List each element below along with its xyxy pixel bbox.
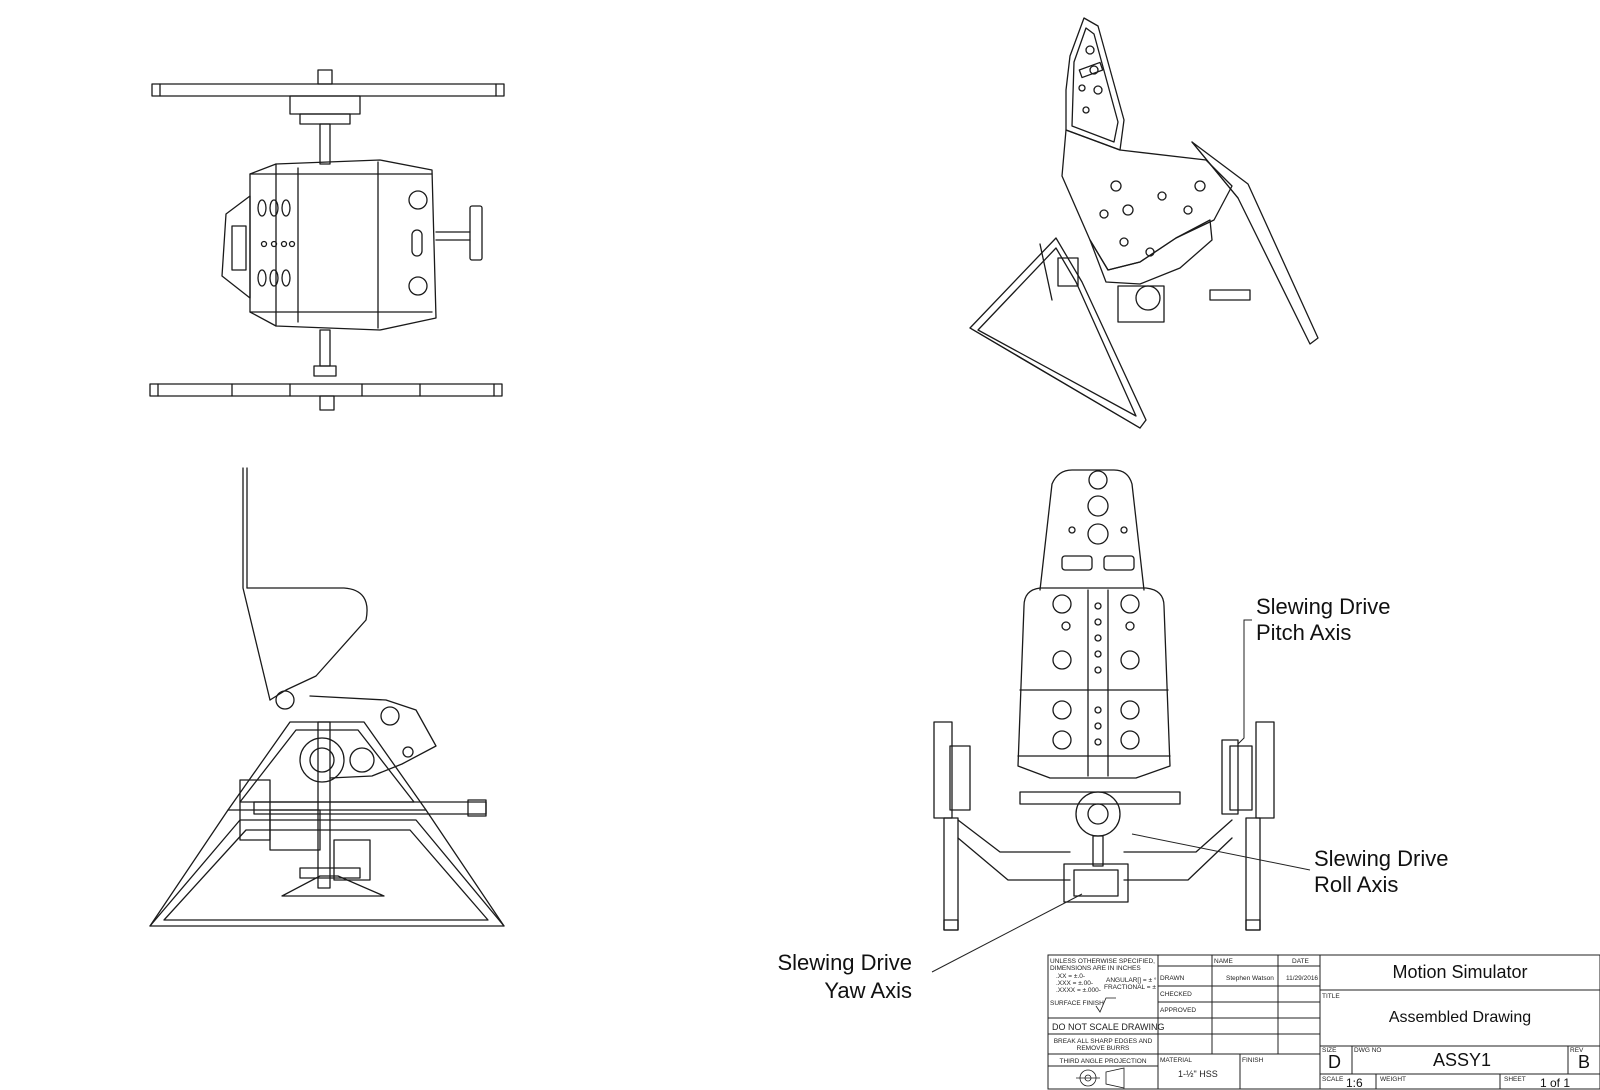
side-view (149, 467, 505, 927)
rev-label: REV (1570, 1047, 1584, 1054)
scale-value: 1:6 (1346, 1076, 1363, 1090)
rev-value: B (1578, 1052, 1590, 1072)
break-edges-1: BREAK ALL SHARP EDGES AND (1054, 1038, 1153, 1045)
front-view (933, 469, 1275, 931)
callout-yaw-line1: Slewing Drive (778, 950, 913, 975)
approved-label: APPROVED (1160, 1007, 1196, 1014)
tol-note-5: .XXXX = ±.000- (1056, 987, 1101, 994)
title-block (1047, 954, 1600, 1090)
do-not-scale: DO NOT SCALE DRAWING (1052, 1022, 1165, 1032)
project-name: Motion Simulator (1392, 962, 1527, 982)
callout-pitch-line2: Pitch Axis (1256, 620, 1351, 645)
tol-note-4: .XXX = ±.00- (1056, 980, 1093, 987)
sheet-label: SHEET (1504, 1076, 1526, 1083)
size-value: D (1328, 1052, 1341, 1072)
drawn-date: 11/29/2016 (1286, 975, 1318, 982)
surface-finish-icon (1095, 997, 1116, 1013)
isometric-view (969, 17, 1319, 429)
tol-note-7: FRACTIONAL = ± (1104, 984, 1156, 991)
callout-roll-line1: Slewing Drive (1314, 846, 1449, 871)
break-edges-2: REMOVE BURRS (1077, 1045, 1130, 1052)
top-view (149, 69, 505, 411)
tol-note-6: ANGULAR[] = ± ° (1106, 976, 1157, 984)
callout-pitch-line1: Slewing Drive (1256, 594, 1391, 619)
projection-label: THIRD ANGLE PROJECTION (1059, 1058, 1146, 1065)
callout-leaders (931, 619, 1311, 973)
drawing-title: Assembled Drawing (1389, 1009, 1531, 1026)
surface-finish-label: SURFACE FINISH (1050, 1000, 1104, 1007)
third-angle-projection-icon (1076, 1067, 1125, 1089)
title-label: TITLE (1322, 993, 1340, 1000)
size-label: SIZE (1322, 1047, 1337, 1054)
date-header: DATE (1292, 958, 1310, 965)
name-header: NAME (1214, 958, 1233, 965)
callout-roll-line2: Roll Axis (1314, 872, 1398, 897)
tol-note-3: .XX = ±.0- (1056, 973, 1085, 980)
drawn-label: DRAWN (1160, 975, 1185, 982)
tol-note-1: UNLESS OTHERWISE SPECIFIED, (1050, 958, 1155, 965)
dwg-no-value: ASSY1 (1433, 1050, 1491, 1070)
checked-label: CHECKED (1160, 991, 1192, 998)
scale-label: SCALE (1322, 1076, 1344, 1083)
material-label: MATERIAL (1160, 1057, 1192, 1064)
callout-yaw-line2: Yaw Axis (824, 978, 912, 1003)
material-value: 1-½" HSS (1178, 1069, 1218, 1079)
drawn-name: Stephen Watson (1226, 975, 1274, 982)
sheet-value: 1 of 1 (1540, 1076, 1570, 1090)
dwg-no-label: DWG NO (1354, 1047, 1381, 1054)
weight-label: WEIGHT (1380, 1076, 1406, 1083)
tol-note-2: DIMENSIONS ARE IN INCHES (1050, 965, 1141, 972)
finish-label: FINISH (1242, 1057, 1264, 1064)
